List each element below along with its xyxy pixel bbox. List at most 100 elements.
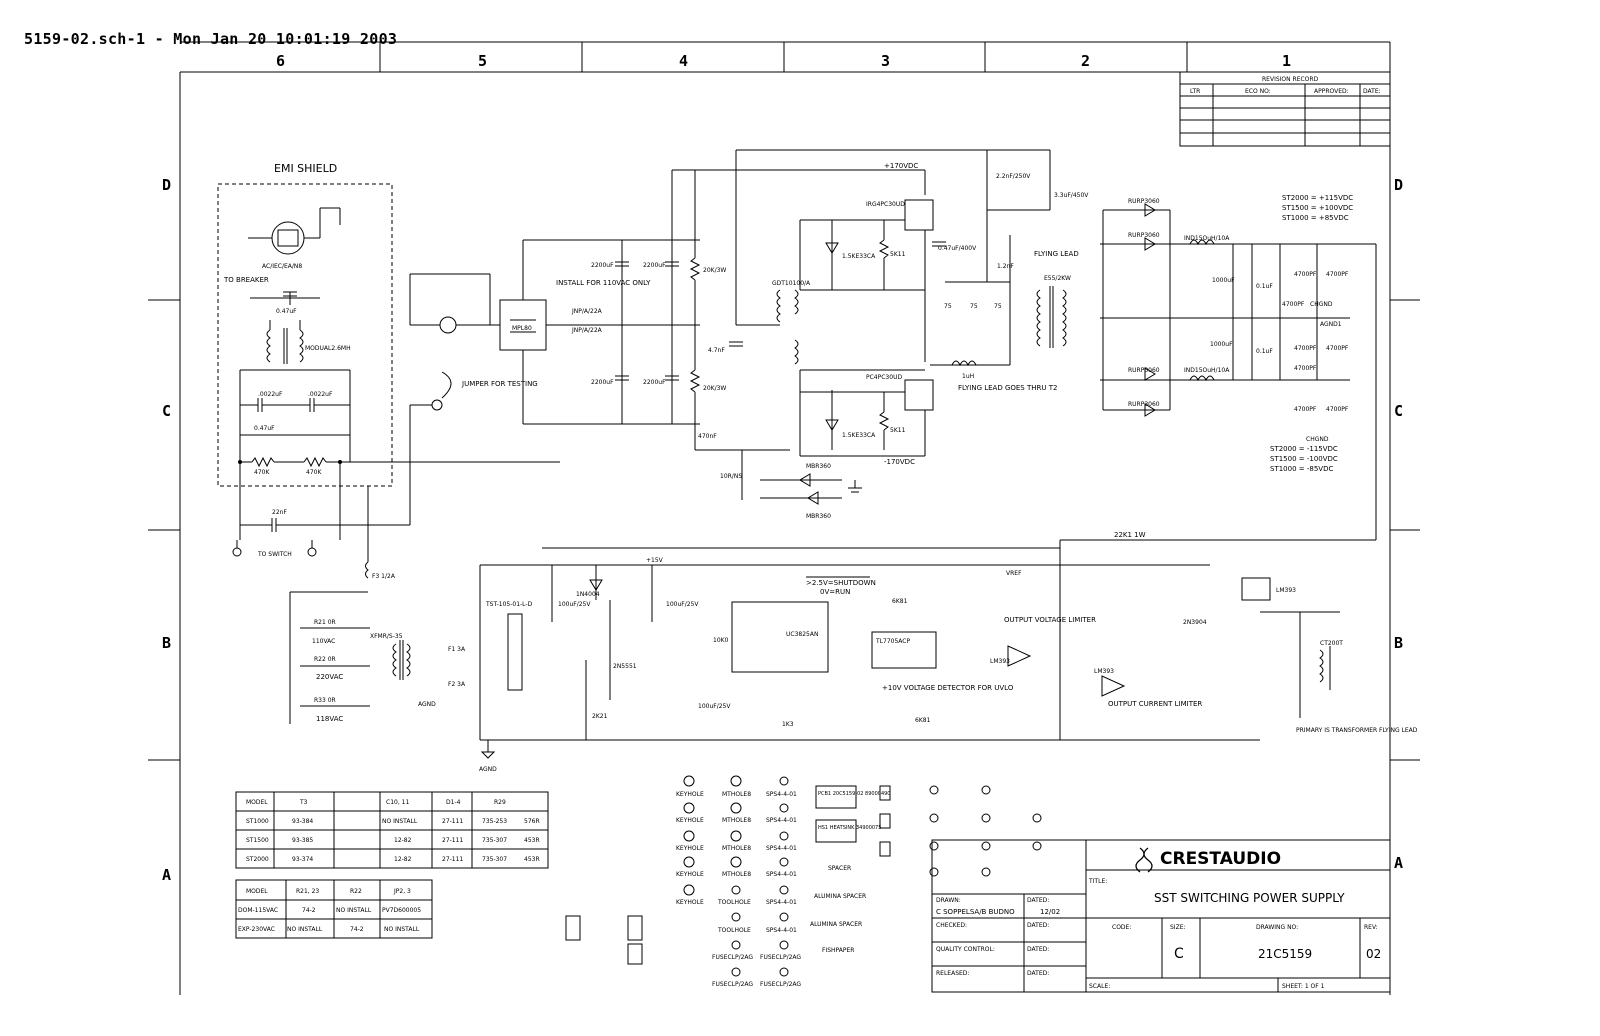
t1-value: GDT10100/A [772, 280, 811, 287]
model-r21-table: MODEL R21, 23 R22 JP2, 3 DOM-115VAC 74-2… [235, 879, 433, 939]
d1-value: RURP3060 [1128, 198, 1160, 205]
alumina-spacer-1-label: ALUMINA SPACER [814, 893, 866, 900]
d4-value: RURP3060 [1128, 401, 1160, 408]
zone-row-d-right: D [1394, 176, 1403, 194]
alumina-spacer-2-label: ALUMINA SPACER [810, 921, 862, 928]
z1-value: 1.5KE33CA [842, 253, 876, 260]
revision-col-ltr: LTR [1190, 88, 1200, 95]
bulk-capacitors: 2200uF 2200uF 2200uF 2200uF 20K/3W 20K/3… [591, 149, 1050, 451]
keyhole-5-label: KEYHOLE [676, 899, 704, 906]
c8-value: 22nF [272, 509, 287, 516]
c14-value: 2.2nF/250V [996, 173, 1031, 180]
r34-value: 6K81 [892, 598, 908, 605]
sp-5-label: SPS4-4-01 [766, 899, 797, 906]
c26-value: 100uF/25V [698, 703, 731, 710]
q2-value: IRG4PC30UD [866, 201, 905, 208]
r14-value: 10K0 [713, 637, 729, 644]
q4-value: 2N3904 [1183, 619, 1207, 626]
st1000n-label: ST1000 = -85VDC [1270, 465, 1333, 473]
zone-row-c-right: C [1394, 402, 1403, 420]
c13-value: 0.47uF/400V [938, 245, 977, 252]
revision-number: 02 [1366, 947, 1381, 961]
r22-value: R22 0R [314, 656, 336, 663]
emi-shield-label: EMI SHIELD [274, 162, 337, 175]
zone-row-d-left: D [162, 176, 171, 194]
zone-col-4: 4 [679, 52, 688, 70]
t4-value: XFMR/S-35 [370, 633, 403, 640]
r21-table-cell: 74-2 [350, 926, 364, 933]
zone-row-c-left: C [162, 402, 171, 420]
l1-value: 1uH [962, 373, 974, 380]
sp-3-label: SPS4-4-01 [766, 845, 797, 852]
br1-value: MPL80 [512, 325, 532, 332]
t3-table-header-c10: C10, 11 [386, 799, 409, 806]
zone-col-6: 6 [276, 52, 285, 70]
size-value: C [1174, 946, 1184, 962]
sheet-label: SHEET: 1 OF 1 [1282, 983, 1325, 990]
c42-value: 100uF/25V [558, 601, 591, 608]
c22-value: 470nF [698, 433, 717, 440]
c15-value: 3.3uF/450V [1054, 192, 1089, 199]
drawn-by: C SOPPELSA/B BUDNO [936, 908, 1015, 916]
c7-value: 4700PF [1282, 301, 1305, 308]
revision-record: REVISION RECORD LTR ECO NO: APPROVED: DA… [1179, 71, 1391, 147]
st1500p-label: ST1500 = +100VDC [1282, 204, 1353, 212]
t3-table-cell: ST1500 [246, 837, 269, 844]
c11-value: 2200uF [591, 379, 614, 386]
ovl-label: OUTPUT VOLTAGE LIMITER [1004, 616, 1096, 624]
title-block: CRESTAUDIO TITLE: DRAWN: DATED: CHECKED:… [931, 839, 1391, 993]
ocl-label: OUTPUT CURRENT LIMITER [1108, 700, 1202, 708]
minus170-label: -170VDC [884, 458, 915, 466]
crest-audio-logo: CRESTAUDIO [1135, 847, 1281, 873]
t3-table-header-model: MODEL [246, 799, 268, 806]
r21-table-header-model: MODEL [246, 888, 268, 895]
aux-transformer: F3 1/2A R21 0R 110VAC R22 0R 220VAC R33 … [289, 486, 533, 773]
c19-value: 1000uF [1210, 341, 1233, 348]
t3-table-cell: ST2000 [246, 856, 269, 863]
jumper-label: JUMPER FOR TESTING [461, 380, 538, 388]
t3-table-cell: NO INSTALL [382, 818, 418, 825]
zone-labels: 6 5 4 3 2 1 D C B A D C B A [162, 52, 1403, 884]
st1000p-label: ST1000 = +85VDC [1282, 214, 1349, 222]
c18-value: 1000uF [1212, 277, 1235, 284]
t3-table-cell: 93-385 [292, 837, 313, 844]
scale-label: SCALE: [1089, 983, 1110, 990]
t2-value: CT200T [1320, 640, 1343, 647]
output-transformer: 2.2nF/250V 3.3uF/450V 1.2nF 75 75 75 FLY… [930, 150, 1089, 392]
toolhole-2-label: TOOLHOLE [717, 927, 751, 934]
jumper-section: JUMPER FOR TESTING [409, 273, 538, 411]
heatsink-label: HS1 HEATSINK 34900075 [818, 825, 881, 831]
control-section: 22K1 1W +15V VREF UC3825AN >2.5V=SHUTDOW… [479, 531, 1418, 741]
d3-value: RURP3060 [1128, 367, 1160, 374]
t3-table-cell: 27-111 [442, 837, 463, 844]
emi-filter-section: EMI SHIELD AC/IEC/EA/N8 TO BREAKER 0.47u… [217, 162, 560, 487]
pcb-label: PCB1 20C5159-02 89000490 [818, 791, 891, 797]
mthole-3-label: MTHOLE8 [722, 845, 751, 852]
revision-title: REVISION RECORD [1262, 76, 1319, 83]
uvld-label: +10V VOLTAGE DETECTOR FOR UVLO [882, 684, 1014, 692]
r5-value: 20K/3W [703, 385, 726, 392]
sheet-header: 5159-02.sch-1 - Mon Jan 20 10:01:19 2003 [24, 30, 398, 48]
d2-value: RURP3060 [1128, 232, 1160, 239]
r4-value: 470K [254, 469, 270, 476]
r21-table-cell: NO INSTALL [384, 926, 420, 933]
l4-value: IND15OuH/10A [1184, 367, 1230, 374]
snubber-diodes: MBR360 MBR360 10R/NS [720, 450, 862, 520]
c2-value: 0.47uF [254, 425, 275, 432]
t3-table-cell: 93-374 [292, 856, 313, 863]
t3-table-header-r29: R29 [494, 799, 506, 806]
drawn-label: DRAWN: [936, 897, 961, 904]
c33-value: 4700PF [1294, 406, 1317, 413]
t3-table-cell: 93-384 [292, 818, 313, 825]
r21-table-cell: PV7D600005 [382, 907, 421, 914]
plus15-label: +15V [646, 557, 664, 564]
agnd-bottom-label: AGND [479, 766, 497, 773]
plus170-label: +170VDC [884, 162, 918, 170]
f3-value: F3 1/2A [372, 573, 396, 580]
drawing-no-label: DRAWING NO: [1256, 924, 1298, 931]
sp-4-label: SPS4-4-01 [766, 871, 797, 878]
dated-label-2: DATED: [1027, 922, 1049, 929]
st2000p-label: ST2000 = +115VDC [1282, 194, 1353, 202]
rev-label: REV: [1364, 924, 1378, 931]
